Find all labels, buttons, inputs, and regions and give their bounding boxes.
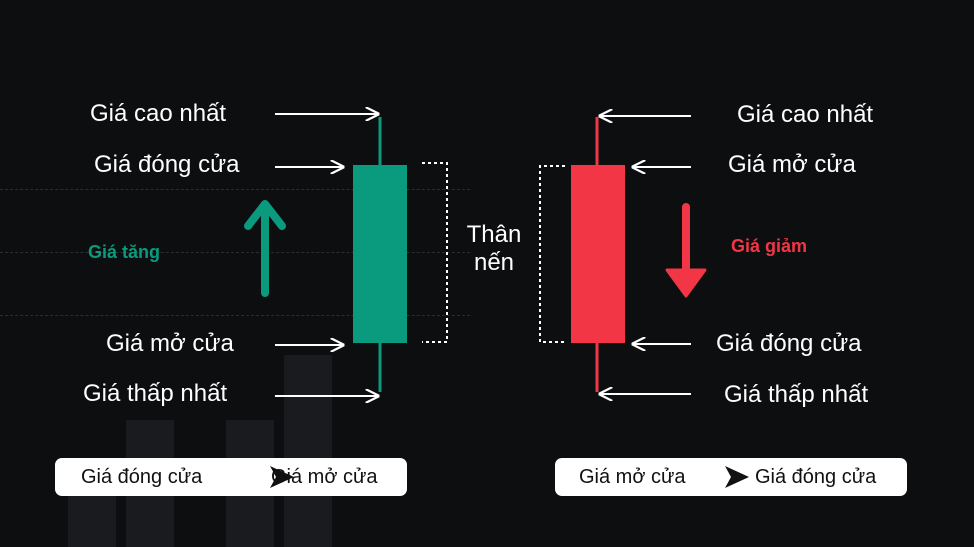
left-close-label: Giá đóng cửa [94,151,240,178]
right-trend-label: Giá giảm [731,236,808,256]
bearish-summary-pill: Giá mở cửa Giá đóng cửa [555,458,907,496]
body-bracket-right [539,165,565,343]
left-trend-label: Giá tăng [88,242,161,262]
pill-right-text: Giá đóng cửa [755,466,877,488]
candle-body-label-line2: nến [473,249,515,276]
greater-than-icon [725,466,749,488]
left-low-label: Giá thấp nhất [83,380,228,407]
pill-left-text: Giá đóng cửa [81,466,203,488]
body-bracket-left [422,162,448,343]
bullish-candle-body [353,165,407,343]
candle-body-label-line1: Thân [466,221,522,248]
right-low-label: Giá thấp nhất [724,381,869,408]
background-bar [284,355,332,547]
up-arrow-icon [244,200,286,297]
bearish-candle-body [571,165,625,343]
right-close-label: Giá đóng cửa [716,330,862,357]
pill-right-text: Giá mở cửa [271,466,378,488]
greater-than-icon [270,466,294,488]
right-open-label: Giá mở cửa [728,151,856,178]
right-high-label: Giá cao nhất [737,101,874,128]
candle-body-label: Thân nến [459,221,529,277]
gridline [0,315,470,316]
left-open-label: Giá mở cửa [106,330,234,357]
pill-left-text: Giá mở cửa [579,466,686,488]
bullish-summary-pill: Giá đóng cửa Giá mở cửa [55,458,407,496]
left-high-label: Giá cao nhất [90,100,227,127]
gridline [0,252,470,253]
down-arrow-icon [665,203,707,298]
gridline [0,189,470,190]
